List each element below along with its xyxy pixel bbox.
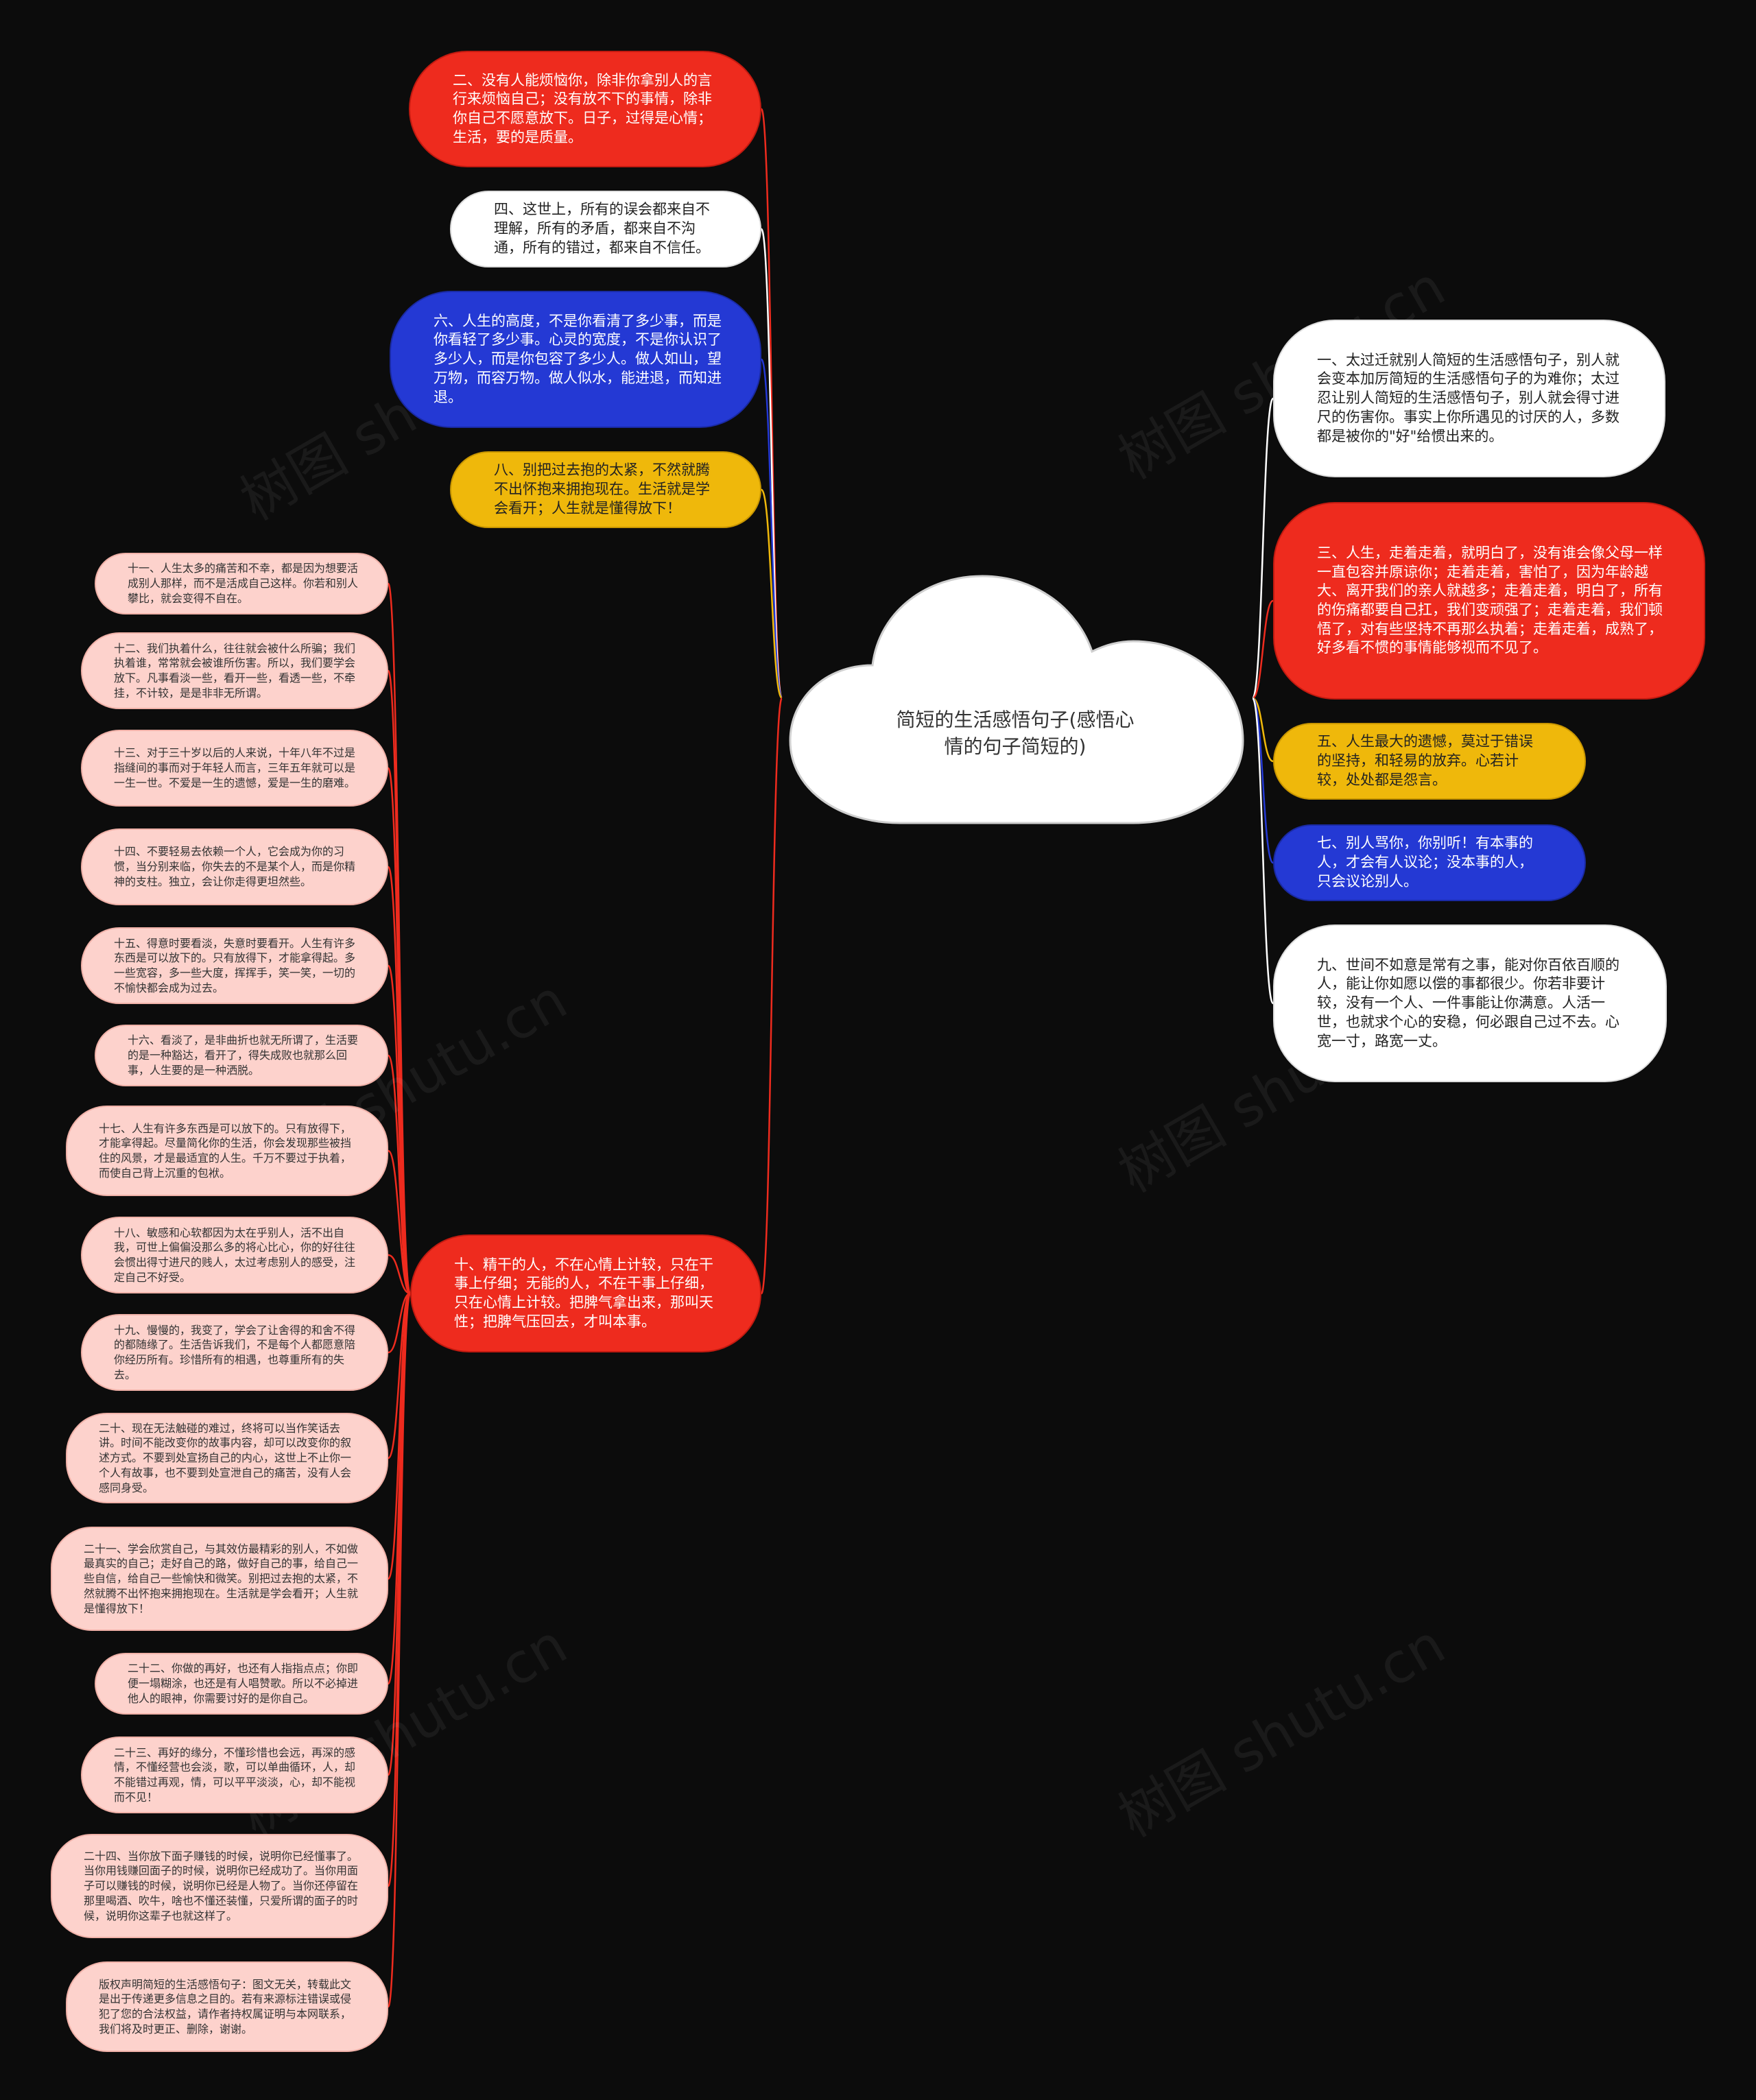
connector-r3	[1252, 599, 1274, 700]
sub-node-25[interactable]: 版权声明简短的生活感悟句子：图文无关，转载此文是出于传递更多信息之目的。若有来源…	[66, 1961, 388, 2052]
connector-r1	[1251, 397, 1274, 700]
sub-node-18[interactable]: 十八、敏感和心软都因为太在乎别人，活不出自我，可世上偏偏没那么多的将心比心，你的…	[81, 1217, 388, 1293]
topic-node-1[interactable]: 一、太过迁就别人简短的生活感悟句子，别人就会变本加厉简短的生活感悟句子的为难你；…	[1273, 320, 1665, 477]
sub-node-20[interactable]: 二十、现在无法触碰的难过，终将可以当作笑话去讲。时间不能改变你的故事内容，却可以…	[66, 1413, 388, 1503]
center-topic[interactable]: 简短的生活感悟句子(感悟心情的句子简短的)	[896, 708, 1135, 759]
connector-l6	[760, 358, 783, 700]
connector-l8	[760, 488, 783, 700]
center-cloud-shape	[789, 575, 1244, 824]
sub-node-23[interactable]: 二十三、再好的缘分，不懂珍惜也会远，再深的感情，不懂经营也会淡，歌，可以单曲循环…	[81, 1737, 388, 1813]
connector-l10	[760, 697, 783, 1295]
topic-node-2[interactable]: 二、没有人能烦恼你，除非你拿别人的言行来烦恼自己；没有放不下的事情，除非你自己不…	[409, 51, 761, 167]
sub-node-22[interactable]: 二十二、你做的再好，也还有人指指点点；你即便一塌糊涂，也还是有人唱赞歌。所以不必…	[95, 1653, 388, 1715]
sub-node-14[interactable]: 十四、不要轻易去依赖一个人，它会成为你的习惯，当分别来临，你失去的不是某个人，而…	[81, 828, 388, 905]
connector-s17	[387, 1149, 412, 1295]
topic-node-5[interactable]: 五、人生最大的遗憾，莫过于错误的坚持，和轻易的放弃。心若计较，处处都是怨言。	[1273, 723, 1586, 800]
sub-node-21[interactable]: 二十一、学会欣赏自己，与其效仿最精彩的别人，不如做最真实的自己；走好自己的路，做…	[51, 1527, 388, 1631]
topic-node-10[interactable]: 十、精干的人，不在心情上计较，只在干事上仔细；无能的人，不在干事上仔细，只在心情…	[410, 1234, 761, 1352]
topic-node-8[interactable]: 八、别把过去抱的太紧，不然就腾不出怀抱来拥抱现在。生活就是学会看开；人生就是懂得…	[450, 451, 761, 528]
connector-s18	[388, 1254, 411, 1295]
sub-node-15[interactable]: 十五、得意时要看淡，失意时要看开。人生有许多东西是可以放下的。只有放得下，才能拿…	[81, 927, 388, 1004]
connector-s25	[387, 1292, 412, 2008]
sub-node-16[interactable]: 十六、看淡了，是非曲折也就无所谓了，生活要的是一种豁达，看开了，得失成败也就那么…	[95, 1025, 388, 1086]
connector-s19	[388, 1292, 411, 1354]
sub-node-19[interactable]: 十九、慢慢的，我变了，学会了让舍得的和舍不得的都随缘了。生活告诉我们，不是每个人…	[81, 1314, 388, 1391]
connector-s16	[387, 1054, 412, 1295]
topic-node-4[interactable]: 四、这世上，所有的误会都来自不理解，所有的矛盾，都来自不沟通，所有的错过，都来自…	[450, 191, 761, 267]
topic-node-7[interactable]: 七、别人骂你，你别听！有本事的人，才会有人议论；没本事的人，只会议论别人。	[1273, 824, 1586, 901]
connector-r9	[1251, 697, 1274, 1005]
connector-r5	[1252, 697, 1274, 763]
sub-node-11[interactable]: 十一、人生太多的痛苦和不幸，都是因为想要活成别人那样，而不是活成自己这样。你若和…	[95, 553, 388, 615]
sub-node-24[interactable]: 二十四、当你放下面子赚钱的时候，说明你已经懂事了。当你用钱赚回面子的时候，说明你…	[51, 1834, 388, 1938]
sub-node-17[interactable]: 十七、人生有许多东西是可以放下的。只有放得下，才能拿得起。尽量简化你的生活，你会…	[66, 1106, 388, 1196]
topic-node-6[interactable]: 六、人生的高度，不是你看清了多少事，而是你看轻了多少事。心灵的宽度，不是你认识了…	[390, 291, 761, 428]
sub-node-12[interactable]: 十二、我们执着什么，往往就会被什么所骗；我们执着谁，常常就会被谁所伤害。所以，我…	[81, 632, 388, 709]
topic-node-3[interactable]: 三、人生，走着走着，就明白了，没有谁会像父母一样一直包容并原谅你；走着走着，害怕…	[1273, 502, 1705, 700]
sub-node-13[interactable]: 十三、对于三十岁以后的人来说，十年八年不过是指缝间的事而对于年轻人而言，三年五年…	[81, 730, 388, 807]
topic-node-9[interactable]: 九、世间不如意是常有之事，能对你百依百顺的人，能让你如愿以偿的事都很少。你若非要…	[1273, 924, 1667, 1082]
